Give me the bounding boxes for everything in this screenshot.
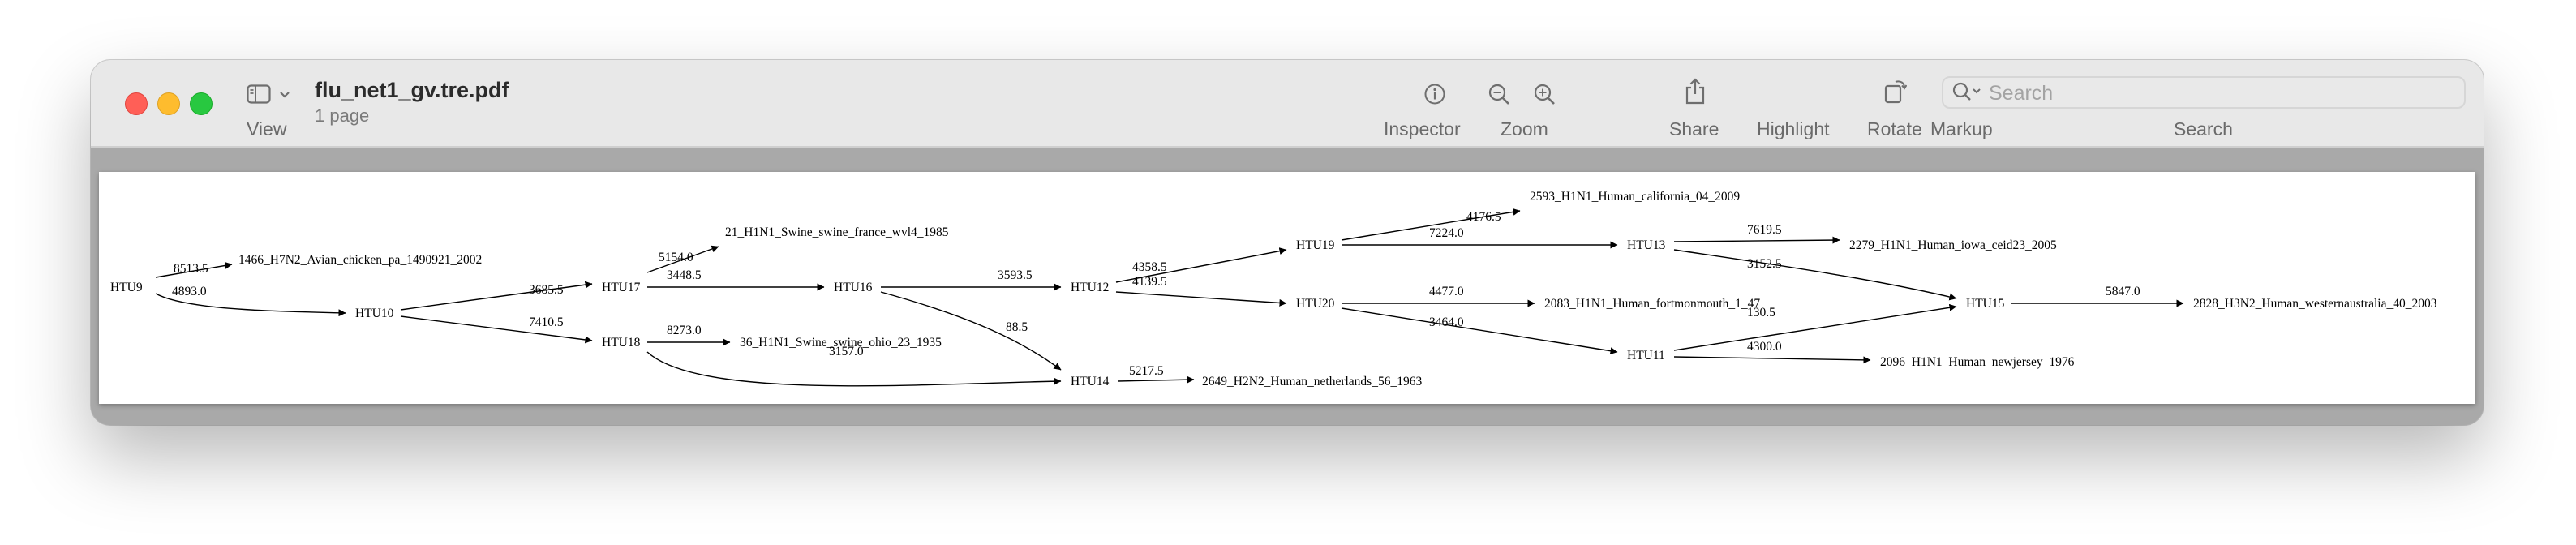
maximize-window-button[interactable] xyxy=(190,92,213,115)
edge-HTU11-HTU15 xyxy=(1673,303,1957,351)
edge-HTU13-HTU15 xyxy=(1673,249,1957,301)
tree-graph: 8513.5 4893.0 3685.5 7410.5 5154.0 3448.5 8273… xyxy=(110,190,2437,388)
graph-node-iowa: 2279_H1N1_Human_iowa_ceid23_2005 xyxy=(1849,238,2057,252)
edge-weight-label: 3685.5 xyxy=(529,283,564,297)
close-window-button[interactable] xyxy=(125,92,148,115)
edge-weight-label: 5154.0 xyxy=(659,251,693,264)
edge-HTU10-HTU18 xyxy=(400,315,593,344)
edge-weight-label: 5217.5 xyxy=(1129,364,1164,378)
edge-HTU17-france xyxy=(646,245,719,273)
zoom-out-icon xyxy=(1488,84,1509,105)
edge-weight-label: 130.5 xyxy=(1747,306,1775,320)
view-button[interactable] xyxy=(245,83,302,143)
search-field[interactable] xyxy=(1942,76,2466,109)
search-icon xyxy=(1952,82,1981,101)
edge-HTU13-iowa xyxy=(1673,236,1840,244)
graph-node-HTU12: HTU12 xyxy=(1071,281,1109,294)
sidebar-icon xyxy=(247,84,271,104)
edge-weight-label: 8513.5 xyxy=(174,262,208,276)
graph-node-france: 21_H1N1_Swine_swine_france_wvl4_1985 xyxy=(725,225,949,239)
minimize-window-button[interactable] xyxy=(157,92,180,115)
preview-window: View flu_net1_gv.tre.pdf 1 page Inspecto… xyxy=(91,60,2484,425)
edge-weight-label: 3152.5 xyxy=(1747,257,1782,271)
edge-weight-label: 88.5 xyxy=(1006,320,1028,334)
zoom-label: Zoom xyxy=(1501,118,1548,139)
edge-HTU9-avian xyxy=(155,261,233,278)
search-label: Search xyxy=(2174,118,2233,139)
rotate-button[interactable] xyxy=(1878,76,1911,112)
title-bar: View flu_net1_gv.tre.pdf 1 page Inspecto… xyxy=(91,60,2484,148)
edge-HTU19-california xyxy=(1341,208,1521,241)
graph-node-HTU17: HTU17 xyxy=(602,281,641,294)
edge-HTU20-HTU11 xyxy=(1341,307,1618,355)
edge-HTU12-HTU20 xyxy=(1115,291,1287,307)
graph-node-fortmonmouth: 2083_H1N1_Human_fortmonmouth_1_47 xyxy=(1544,297,1760,311)
graph-node-california: 2593_H1N1_Human_california_04_2009 xyxy=(1530,190,1740,204)
graph-node-avian: 1466_H7N2_Avian_chicken_pa_1490921_2002 xyxy=(238,253,482,267)
zoom-in-button[interactable] xyxy=(1531,79,1559,112)
graph-node-HTU14: HTU14 xyxy=(1071,375,1110,388)
graph-node-HTU11: HTU11 xyxy=(1627,349,1665,363)
edge-weight-label: 4176.5 xyxy=(1466,210,1501,224)
zoom-in-icon xyxy=(1534,84,1555,105)
share-button[interactable] xyxy=(1679,76,1711,112)
zoom-out-button[interactable] xyxy=(1486,79,1513,112)
edge-weight-label: 4139.5 xyxy=(1132,275,1167,289)
edge-weight-label: 3593.5 xyxy=(998,268,1033,282)
document-title: flu_net1_gv.tre.pdf xyxy=(315,78,509,102)
graph-node-HTU19: HTU19 xyxy=(1296,238,1335,252)
graph-node-HTU15: HTU15 xyxy=(1966,297,2005,311)
edge-HTU18-HTU14 xyxy=(646,351,1062,387)
share-icon xyxy=(1685,78,1705,105)
edge-weight-label: 4358.5 xyxy=(1132,260,1167,274)
pdf-page: 8513.5 4893.0 3685.5 7410.5 5154.0 3448.5 8273… xyxy=(99,172,2475,404)
graph-node-HTU13: HTU13 xyxy=(1627,238,1666,252)
inspector-label: Inspector xyxy=(1384,118,1461,139)
share-label: Share xyxy=(1669,118,1719,139)
graph-node-HTU9: HTU9 xyxy=(110,281,143,294)
chevron-down-icon xyxy=(280,92,290,98)
page-count: 1 page xyxy=(315,105,370,126)
graph-node-ohio: 36_H1N1_Swine_swine_ohio_23_1935 xyxy=(740,336,942,350)
graph-node-HTU10: HTU10 xyxy=(355,307,394,320)
graph-node-westernaustralia: 2828_H3N2_Human_westernaustralia_40_2003 xyxy=(2193,297,2437,311)
edge-weight-label: 4893.0 xyxy=(172,285,207,298)
edge-HTU16-HTU14 xyxy=(880,291,1062,371)
info-icon xyxy=(1424,84,1445,105)
inspector-button[interactable] xyxy=(1413,79,1457,112)
edge-weight-label: 3464.0 xyxy=(1429,315,1464,329)
edge-weight-label: 5847.0 xyxy=(2106,285,2140,298)
rotate-icon xyxy=(1884,80,1907,104)
graph-node-HTU18: HTU18 xyxy=(602,336,641,350)
edge-HTU14-netherlands xyxy=(1117,375,1195,384)
search-input[interactable] xyxy=(1987,81,2453,105)
graph-node-HTU16: HTU16 xyxy=(834,281,873,294)
edge-weight-label: 4477.0 xyxy=(1429,285,1464,298)
edge-weight-label: 7619.5 xyxy=(1747,223,1782,237)
highlight-button[interactable]: Highlight xyxy=(1757,118,1830,139)
edge-weight-label: 7410.5 xyxy=(529,315,564,329)
edge-weight-label: 7224.0 xyxy=(1429,226,1464,240)
edge-HTU9-HTU10 xyxy=(155,293,346,317)
edge-weight-label: 3448.5 xyxy=(667,268,702,282)
edge-weight-label: 3157.0 xyxy=(829,345,864,358)
edge-HTU11-newjersey xyxy=(1673,356,1871,364)
rotate-label: Rotate xyxy=(1867,118,1922,139)
edge-HTU10-HTU17 xyxy=(400,281,593,311)
graph-node-netherlands: 2649_H2N2_Human_netherlands_56_1963 xyxy=(1202,375,1422,388)
edge-weight-label: 8273.0 xyxy=(667,324,702,337)
markup-label: Markup xyxy=(1930,118,1993,139)
edge-HTU12-HTU19 xyxy=(1115,247,1287,283)
view-label: View xyxy=(247,118,287,139)
edge-weight-label: 4300.0 xyxy=(1747,340,1782,354)
graph-node-newjersey: 2096_H1N1_Human_newjersey_1976 xyxy=(1880,355,2075,369)
graph-node-HTU20: HTU20 xyxy=(1296,297,1335,311)
